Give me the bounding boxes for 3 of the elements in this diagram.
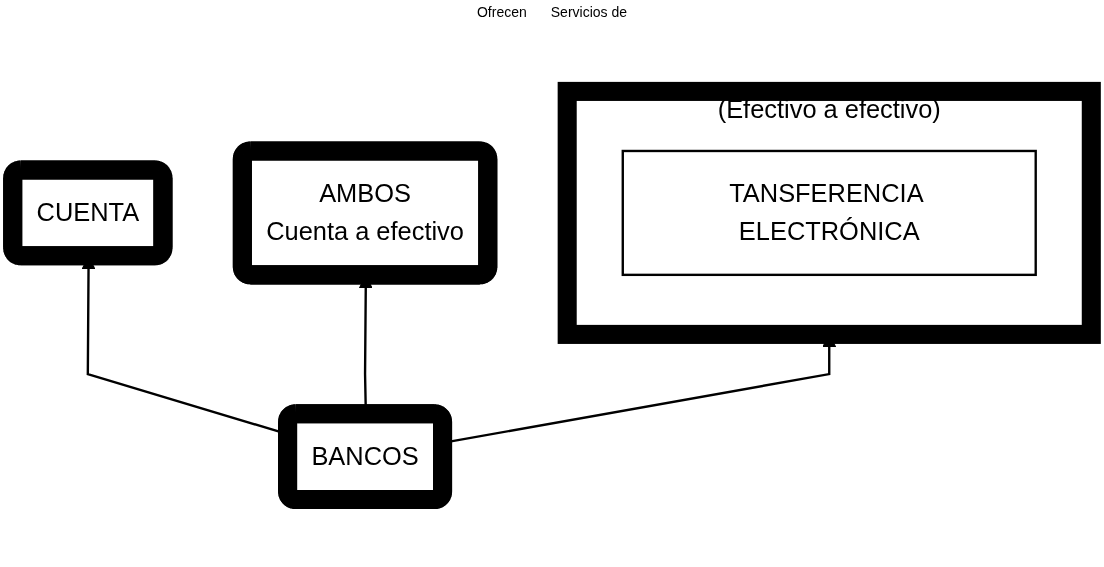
annotation-text: Ofrecen [476,4,527,20]
node-box: TANSFERENCIA ELECTRÓNICA [621,149,1037,277]
annotation-text: Servicios de [550,4,628,20]
